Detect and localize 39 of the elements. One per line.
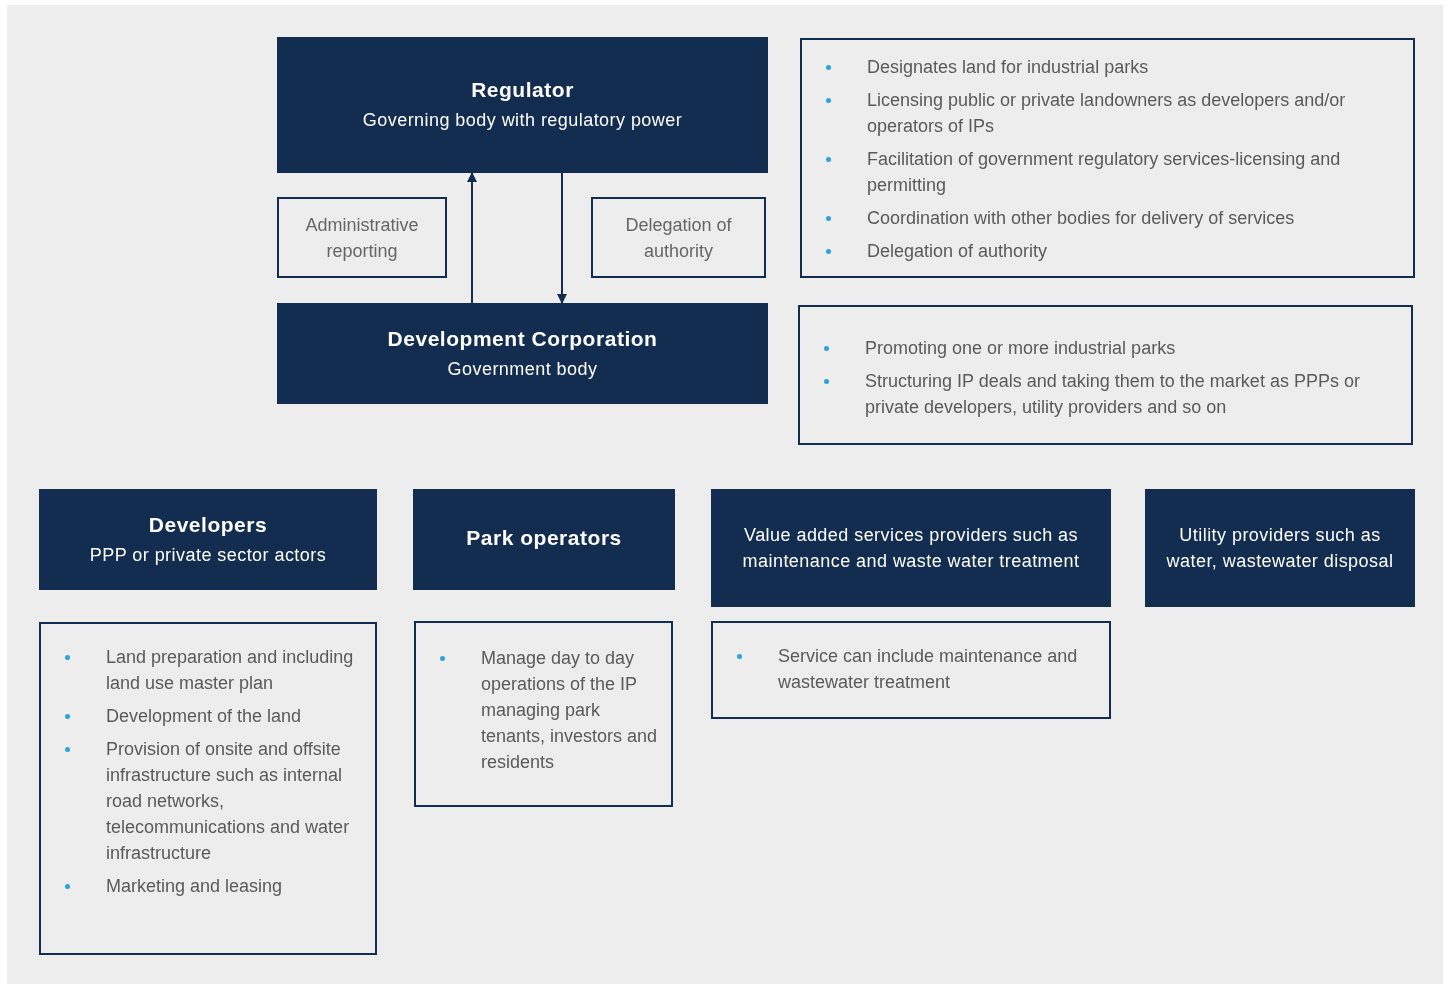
bullet-text: Coordination with other bodies for delivery of services bbox=[867, 207, 1295, 230]
bullet-text: Licensing public or private landowners as developers and/or operators of IPs bbox=[867, 89, 1347, 138]
arrow bbox=[557, 172, 567, 304]
box-title: Park operators bbox=[466, 524, 622, 551]
bullet-list-box bbox=[798, 305, 1413, 445]
label-box bbox=[277, 197, 447, 278]
box-title: Utility providers such as water, wastewater disposal bbox=[1165, 524, 1395, 573]
arrow-label: Delegation of authority bbox=[624, 213, 733, 263]
bullet-list-box bbox=[711, 621, 1111, 719]
role-box bbox=[39, 489, 377, 590]
role-box bbox=[711, 489, 1111, 607]
bullet-text: Designates land for industrial parks bbox=[867, 56, 1149, 79]
bullet-list-box bbox=[414, 621, 673, 807]
bullet-text: Service can include maintenance and wastewater treatment bbox=[778, 645, 1079, 694]
box-title: Value added services providers such as maintenance and waste water treatment bbox=[741, 524, 1081, 573]
box-subtitle: PPP or private sector actors bbox=[89, 543, 327, 567]
role-box bbox=[277, 303, 768, 404]
box-subtitle: Governing body with regulatory power bbox=[362, 109, 683, 132]
box-title: Regulator bbox=[471, 77, 574, 103]
bullet-text: Structuring IP deals and taking them to the market as PPPs or private developers, utility providers and so on bbox=[865, 370, 1361, 419]
role-box bbox=[413, 489, 675, 590]
bullet-list-box bbox=[800, 38, 1415, 278]
bullet-text: Delegation of authority bbox=[867, 240, 1048, 263]
role-box bbox=[1145, 489, 1415, 607]
bullet-text: Land preparation and including land use master plan bbox=[106, 646, 355, 695]
bullet-text: Marketing and leasing bbox=[106, 875, 283, 898]
bullet-text: Provision of onsite and offsite infrastructure such as internal road networks, telecommunications and water infrastructure bbox=[106, 738, 351, 865]
label-box bbox=[591, 197, 766, 278]
arrow bbox=[467, 172, 477, 304]
box-title: Developers bbox=[148, 511, 268, 538]
bullet-text: Facilitation of government regulatory services-licensing and permitting bbox=[867, 148, 1342, 197]
role-box bbox=[277, 37, 768, 173]
bullet-list-box bbox=[39, 622, 377, 955]
bullet-text: Promoting one or more industrial parks bbox=[865, 337, 1176, 360]
bullet-text: Manage day to day operations of the IP managing park tenants, investors and residents bbox=[481, 647, 659, 774]
arrow-label: Administrative reporting bbox=[304, 213, 420, 263]
box-subtitle: Government body bbox=[447, 357, 598, 381]
box-title: Development Corporation bbox=[387, 325, 658, 352]
bullet-text: Development of the land bbox=[106, 705, 302, 728]
